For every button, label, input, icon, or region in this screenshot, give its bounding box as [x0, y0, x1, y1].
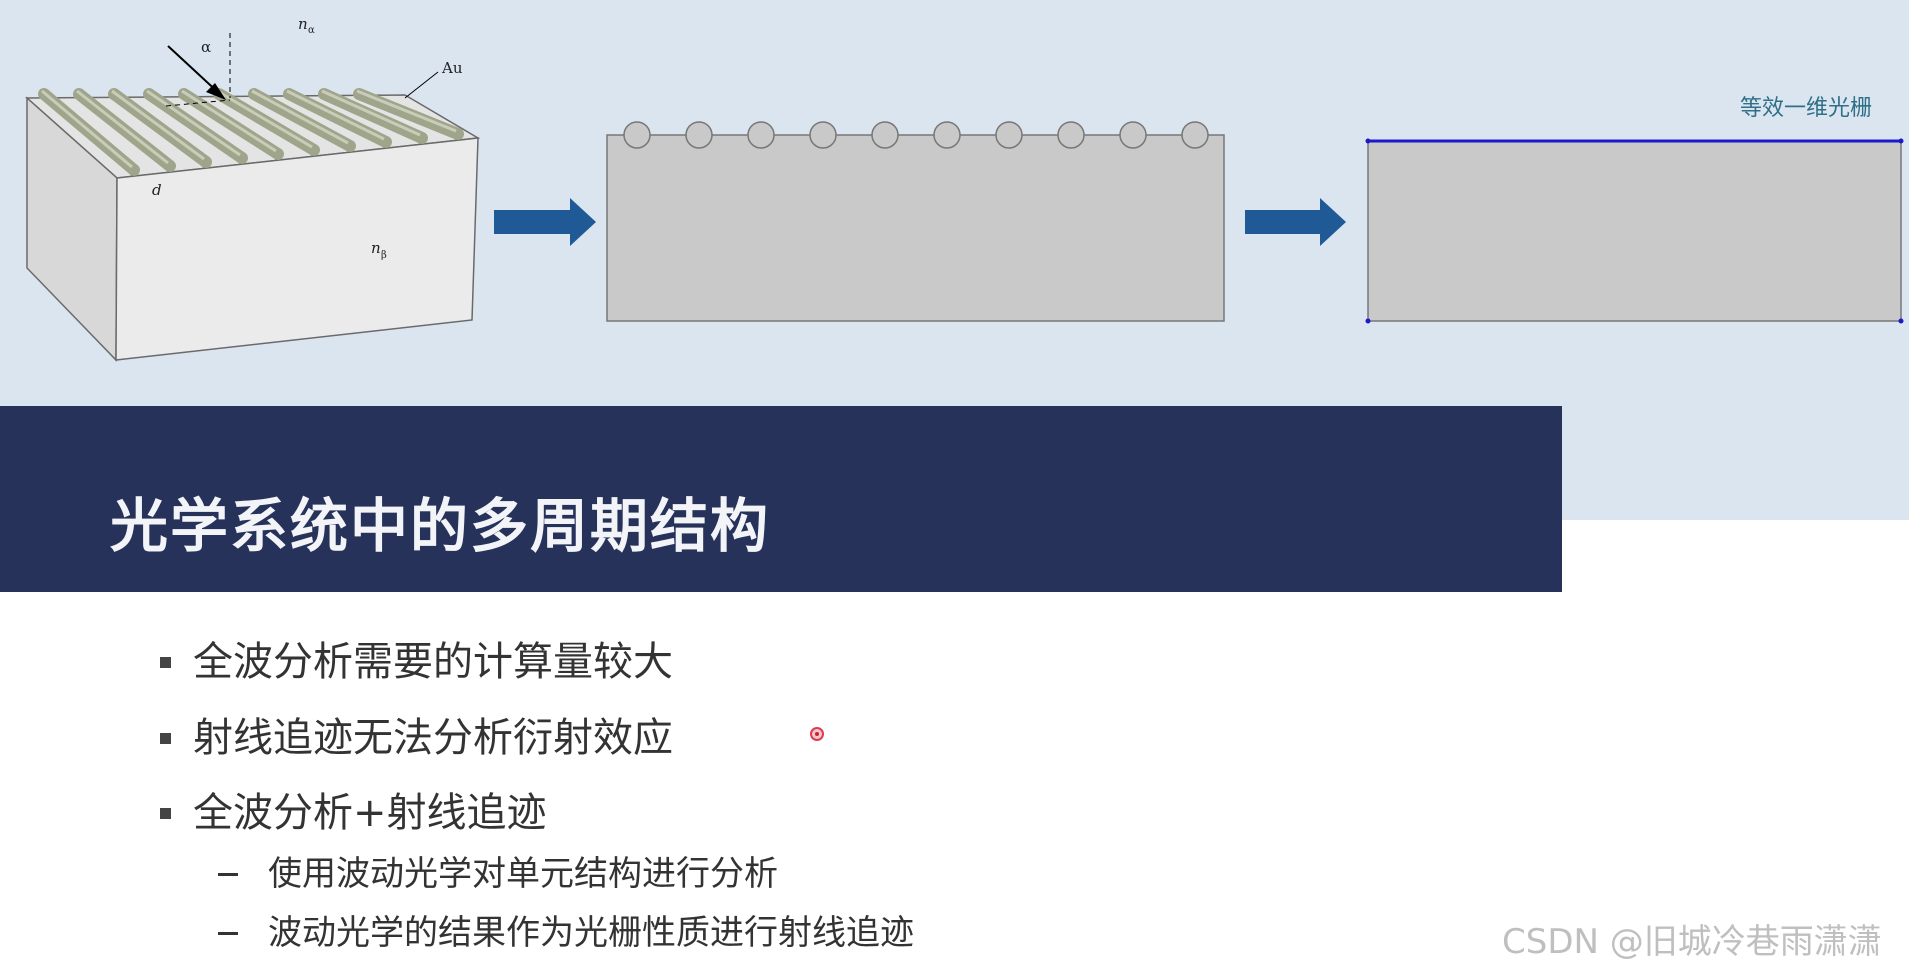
rod-circle [1057, 121, 1085, 149]
rod-cross-sections [623, 121, 1209, 149]
watermark: CSDN @旧城冷巷雨潇潇 [1502, 922, 1882, 962]
bullet-square-icon [160, 732, 171, 744]
rod-circle [995, 121, 1023, 149]
sub-bullet-item-2: 波动光学的结果作为光栅性质进行射线追迹 [218, 908, 914, 958]
cross-section-block [606, 121, 1225, 322]
equivalent-grating-block [1365, 138, 1904, 324]
label-alpha: α [201, 38, 211, 56]
bullet-square-icon [160, 807, 171, 819]
rod-circle [747, 121, 775, 149]
bullet-text: 射线追迹无法分析衍射效应 [193, 715, 673, 761]
label-n-alpha-sub: α [308, 25, 315, 36]
label-n-beta-sub: β [381, 250, 387, 261]
bullet-text: 全波分析+射线追迹 [193, 790, 547, 836]
arrow-right-icon-2 [1245, 198, 1346, 246]
gold-rod-highlight [146, 89, 241, 157]
gold-rod-highlight [216, 89, 313, 149]
rod-circle [871, 121, 899, 149]
laser-pointer-dot [810, 727, 824, 741]
gold-rod [318, 88, 428, 144]
title-bar [0, 406, 1562, 592]
rod-circle [809, 121, 837, 149]
bullet-text: 全波分析需要的计算量较大 [193, 639, 673, 685]
bullet-item-1: 全波分析需要的计算量较大 [160, 634, 673, 690]
label-au: Au [441, 59, 463, 77]
gold-rod [283, 88, 392, 148]
slide-title: 光学系统中的多周期结构 [110, 492, 771, 560]
dash-icon [218, 931, 238, 935]
bullet-square-icon [160, 656, 171, 668]
gold-rod [213, 88, 320, 156]
rod-circle [933, 121, 961, 149]
gold-rod-highlight [356, 89, 457, 133]
rod-circle [1181, 121, 1209, 149]
incident-arrow-head [206, 83, 226, 100]
gold-rods [38, 88, 464, 176]
rod-circle [685, 121, 713, 149]
rod-circle [623, 121, 651, 149]
gold-rod-highlight [286, 89, 385, 141]
label-n-beta: n [371, 239, 381, 257]
sub-bullet-text: 使用波动光学对单元结构进行分析 [268, 854, 778, 894]
label-n-alpha: n [298, 15, 308, 33]
gold-rod-highlight [41, 89, 133, 169]
bullet-item-2: 射线追迹无法分析衍射效应 [160, 710, 673, 766]
bullet-item-3: 全波分析+射线追迹 [160, 785, 547, 841]
gold-rod-highlight [321, 89, 421, 137]
gold-rod [248, 88, 356, 152]
plane-line [165, 99, 231, 107]
sub-bullet-item-1: 使用波动光学对单元结构进行分析 [218, 849, 778, 899]
gold-rod-highlight [111, 89, 205, 161]
grating-figure: α n α Au d n β [25, 15, 1904, 362]
arrow-right-icon [494, 198, 596, 246]
gold-rod-highlight [76, 89, 169, 165]
rod-circle [1119, 121, 1147, 149]
dash-icon [218, 872, 238, 876]
equivalent-grating-label: 等效一维光栅 [1740, 96, 1873, 121]
au-leader-line [404, 71, 439, 99]
sub-bullet-text: 波动光学的结果作为光栅性质进行射线追迹 [268, 913, 914, 953]
label-d: d [152, 181, 162, 199]
gold-rod-highlight [251, 89, 349, 145]
grating-block-3d: α n α Au d n β [25, 15, 481, 362]
gold-rod [353, 88, 464, 140]
gold-rod-highlight [181, 89, 277, 153]
